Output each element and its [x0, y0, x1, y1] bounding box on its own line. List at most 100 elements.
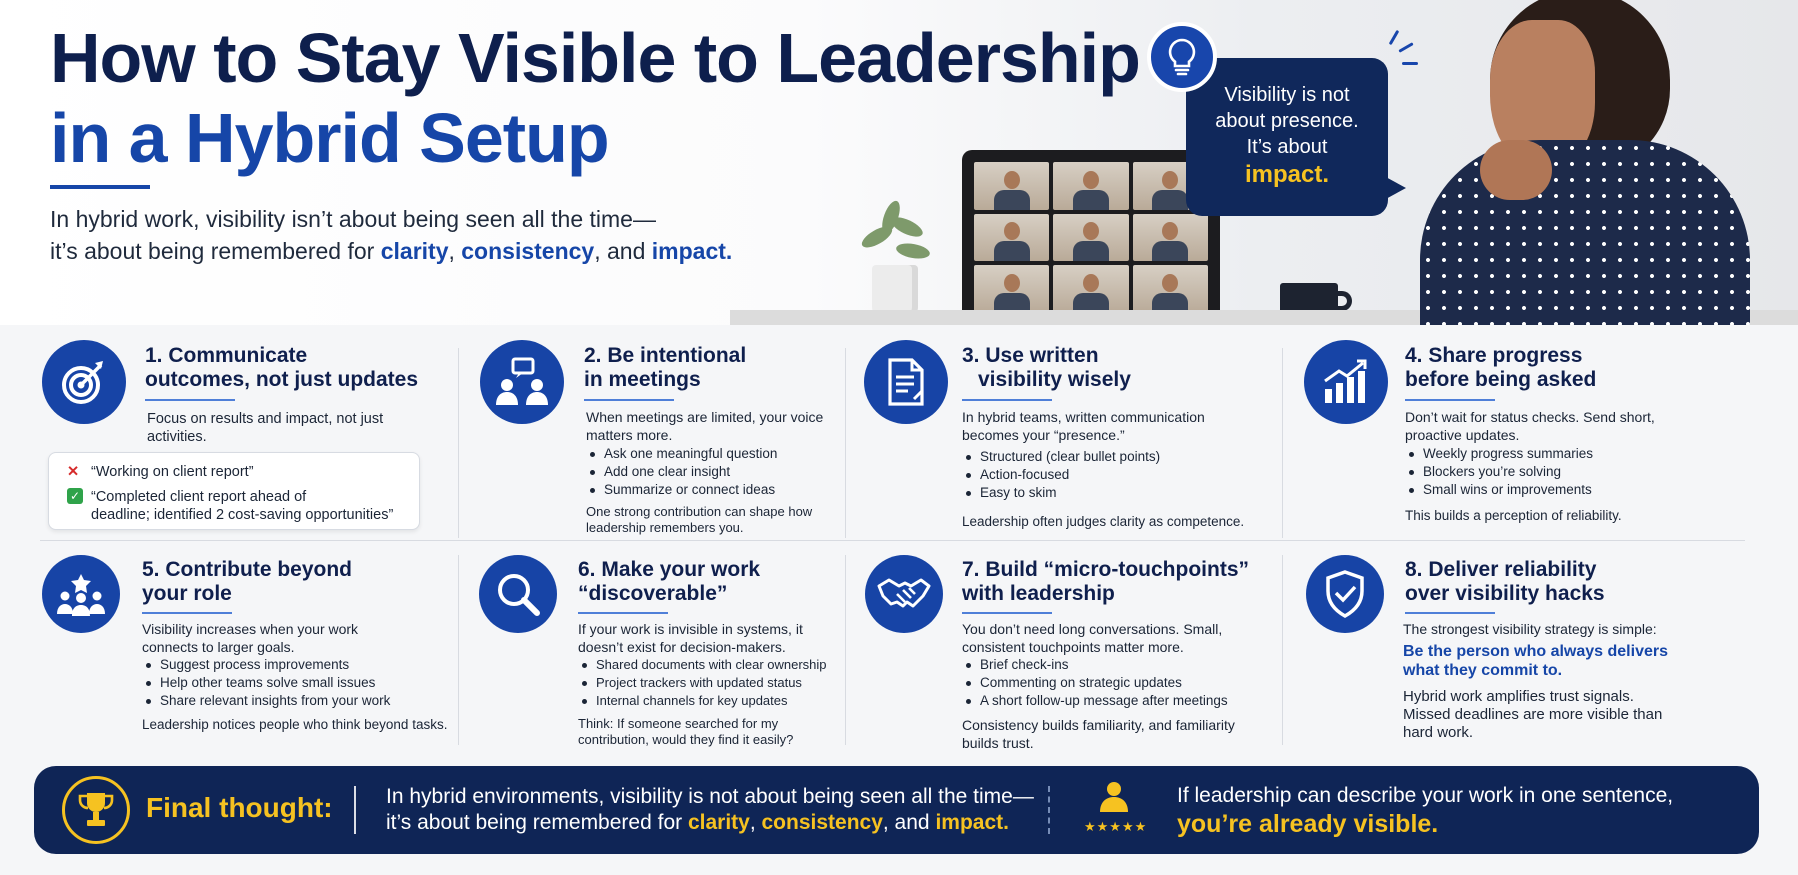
card-1-text: Focus on results and impact, not just ac…	[147, 411, 384, 445]
list-item: Small wins or improvements	[1405, 481, 1593, 499]
card-6-title-l1: 6. Make your work	[578, 558, 761, 581]
list-item: Brief check-ins	[962, 656, 1228, 674]
card-3-text: In hybrid teams, written communication b…	[962, 409, 1205, 443]
card-4-list: Weekly progress summaries Blockers you’r…	[1405, 445, 1593, 499]
card-rule	[1405, 612, 1495, 614]
card-8-title-l1: 8. Deliver reliability	[1405, 558, 1597, 581]
card-rule	[962, 399, 1052, 401]
final-thought-label: Final thought:	[146, 792, 333, 823]
card-rule	[142, 612, 232, 614]
bad-example: ✕“Working on client report”	[67, 463, 254, 481]
card-8-highlight: Be the person who always delivers what t…	[1403, 643, 1668, 679]
banner-right-l1: If leadership can describe your work in …	[1177, 784, 1674, 807]
divider	[40, 540, 1745, 541]
divider	[845, 555, 846, 745]
trophy-icon	[62, 776, 130, 844]
bubble-line-2: about presence.	[1215, 110, 1359, 132]
woman-illustration	[1410, 0, 1798, 325]
list-item: Summarize or connect ideas	[586, 481, 777, 499]
laptop-video-call-illustration	[962, 150, 1220, 325]
card-7-list: Brief check-ins Commenting on strategic …	[962, 656, 1228, 710]
card-rule	[1405, 399, 1495, 401]
card-8-foot: Hybrid work amplifies trust signals. Mis…	[1403, 688, 1663, 741]
page-title: How to Stay Visible to Leadership in a H…	[50, 18, 1141, 178]
card-5-title-l2: your role	[142, 582, 232, 605]
card-6-list: Shared documents with clear ownership Pr…	[578, 656, 827, 710]
card-6-foot: Think: If someone searched for my contri…	[578, 716, 794, 747]
document-icon	[864, 340, 948, 424]
card-5-text: Visibility increases when your work conn…	[142, 621, 359, 655]
card-4-title-l1: 4. Share progress	[1405, 344, 1583, 367]
card-rule	[584, 399, 674, 401]
subtitle-sep: ,	[448, 238, 462, 264]
divider	[458, 555, 459, 745]
lightbulb-icon	[1147, 22, 1217, 92]
growth-chart-icon	[1304, 340, 1388, 424]
card-rule	[962, 612, 1052, 614]
bulb-ray	[1402, 62, 1418, 65]
banner-separator-dashed	[1048, 786, 1050, 834]
bad-example-text: “Working on client report”	[91, 464, 254, 480]
good-example-l2: deadline; identified 2 cost-saving oppor…	[91, 507, 394, 523]
bulb-ray	[1388, 29, 1400, 46]
person-stars-icon: ★★★★★	[1084, 780, 1146, 840]
card-3-title-l2: visibility wisely	[978, 368, 1131, 391]
card-6-title-l2: “discoverable”	[578, 582, 728, 605]
banner-clarity: clarity	[687, 811, 750, 834]
quote-bubble: Visibility is not about presence. It’s a…	[1186, 58, 1388, 216]
card-1-title-l2: outcomes, not just updates	[145, 368, 419, 391]
subtitle-line-1: In hybrid work, visibility isn’t about b…	[50, 206, 656, 232]
example-box: ✕“Working on client report” ✓“Completed …	[48, 452, 420, 530]
team-star-icon	[42, 555, 120, 633]
list-item: Help other teams solve small issues	[142, 674, 390, 692]
banner-right-l2: you’re already visible.	[1177, 810, 1439, 838]
banner-impact: impact.	[935, 811, 1009, 834]
mug-handle	[1334, 291, 1352, 311]
hero-section: How to Stay Visible to Leadership in a H…	[0, 0, 1798, 325]
subtitle-clarity: clarity	[380, 238, 449, 264]
list-item: Easy to skim	[962, 484, 1160, 502]
banner-consistency: consistency	[761, 811, 883, 834]
card-7-title-l1: 7. Build “micro-touchpoints”	[962, 558, 1249, 581]
card-7-title-l2: with leadership	[962, 582, 1115, 605]
bubble-tail	[1384, 176, 1406, 200]
card-8-text: The strongest visibility strategy is sim…	[1403, 621, 1657, 637]
bubble-line-3: It’s about	[1246, 136, 1328, 158]
subtitle-line-2: it’s about being remembered for	[50, 238, 381, 264]
card-8-title-l2: over visibility hacks	[1405, 582, 1605, 605]
card-2-text: When meetings are limited, your voice ma…	[586, 409, 824, 443]
list-item: A short follow-up message after meetings	[962, 692, 1228, 710]
card-rule	[578, 612, 668, 614]
magnifier-icon	[479, 555, 557, 633]
list-item: Commenting on strategic updates	[962, 674, 1228, 692]
bubble-line-1: Visibility is not	[1224, 84, 1350, 106]
plant-illustration	[858, 198, 931, 320]
card-4-foot: This builds a perception of reliability.	[1405, 508, 1622, 523]
list-item: Ask one meaningful question	[586, 445, 777, 463]
list-item: Weekly progress summaries	[1405, 445, 1593, 463]
list-item: Project trackers with updated status	[578, 674, 827, 692]
card-7-text: You don’t need long conversations. Small…	[962, 621, 1223, 655]
card-2-list: Ask one meaningful question Add one clea…	[586, 445, 777, 499]
title-line-1: How to Stay Visible to Leadership	[50, 19, 1141, 97]
list-item: Structured (clear bullet points)	[962, 448, 1160, 466]
shield-check-icon	[1306, 555, 1384, 633]
list-item: Blockers you’re solving	[1405, 463, 1593, 481]
divider	[845, 348, 846, 538]
card-6-text: If your work is invisible in systems, it…	[578, 621, 803, 655]
meeting-chat-icon	[480, 340, 564, 424]
card-7-foot: Consistency builds familiarity, and fami…	[962, 717, 1235, 751]
card-6-title: 6. Make your work“discoverable”	[578, 558, 760, 606]
list-item: Suggest process improvements	[142, 656, 390, 674]
banner-text-l2: it’s about being remembered for	[386, 811, 688, 834]
banner-and: , and	[882, 811, 936, 834]
card-5-title-l1: 5. Contribute beyond	[142, 558, 352, 581]
card-rule	[145, 399, 235, 401]
card-1-title-l1: 1. Communicate	[145, 344, 308, 367]
list-item: Add one clear insight	[586, 463, 777, 481]
check-icon: ✓	[67, 488, 83, 504]
